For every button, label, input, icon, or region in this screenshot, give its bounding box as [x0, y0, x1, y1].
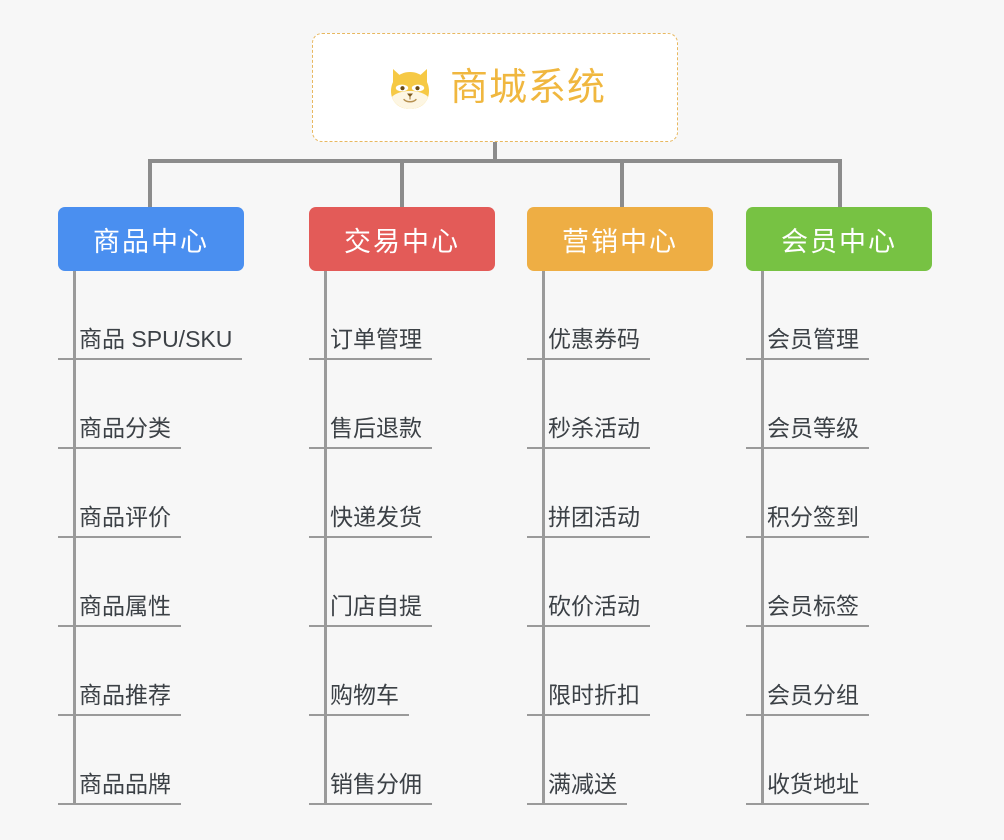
branch-header-3[interactable]: 营销中心 [527, 207, 713, 271]
branch-header-2[interactable]: 交易中心 [309, 207, 495, 271]
leaf-item[interactable]: 限时折扣 [527, 627, 713, 716]
leaf-label: 商品品牌 [58, 771, 181, 805]
connector-root-stem [493, 142, 497, 163]
branch-leaf-list-3: 优惠券码 秒杀活动 拼团活动 砍价活动 限时折扣 满减送 [527, 271, 713, 805]
leaf-item[interactable]: 会员管理 [746, 271, 932, 360]
leaf-label: 商品分类 [58, 415, 181, 449]
root-node[interactable]: 商城系统 [312, 33, 678, 142]
leaf-item[interactable]: 商品推荐 [58, 627, 244, 716]
leaf-label: 商品 SPU/SKU [58, 326, 243, 360]
leaf-item[interactable]: 购物车 [309, 627, 495, 716]
leaf-item[interactable]: 积分签到 [746, 449, 932, 538]
leaf-label: 售后退款 [309, 415, 432, 449]
leaf-item[interactable]: 会员标签 [746, 538, 932, 627]
leaf-item[interactable]: 优惠券码 [527, 271, 713, 360]
connector-drop-2 [400, 159, 404, 209]
branch-column-4: 会员中心 会员管理 会员等级 积分签到 会员标签 会员分组 收货地址 [746, 207, 932, 805]
leaf-item[interactable]: 收货地址 [746, 716, 932, 805]
branch-header-1[interactable]: 商品中心 [58, 207, 244, 271]
branch-leaf-list-1: 商品 SPU/SKU 商品分类 商品评价 商品属性 商品推荐 商品品牌 [58, 271, 244, 805]
leaf-item[interactable]: 订单管理 [309, 271, 495, 360]
branch-column-3: 营销中心 优惠券码 秒杀活动 拼团活动 砍价活动 限时折扣 满减送 [527, 207, 713, 805]
leaf-label: 会员分组 [746, 682, 869, 716]
branch-column-1: 商品中心 商品 SPU/SKU 商品分类 商品评价 商品属性 商品推荐 商品品牌 [58, 207, 244, 805]
leaf-item[interactable]: 会员等级 [746, 360, 932, 449]
leaf-label: 快递发货 [309, 504, 432, 538]
leaf-label: 会员管理 [746, 326, 869, 360]
leaf-item[interactable]: 售后退款 [309, 360, 495, 449]
connector-drop-4 [838, 159, 842, 209]
leaf-item[interactable]: 拼团活动 [527, 449, 713, 538]
leaf-label: 限时折扣 [527, 682, 650, 716]
leaf-label: 积分签到 [746, 504, 869, 538]
shiba-dog-icon [384, 63, 436, 115]
leaf-spine [73, 271, 76, 805]
leaf-label: 满减送 [527, 771, 627, 805]
leaf-label: 会员等级 [746, 415, 869, 449]
branch-header-4[interactable]: 会员中心 [746, 207, 932, 271]
leaf-item[interactable]: 商品品牌 [58, 716, 244, 805]
leaf-item[interactable]: 砍价活动 [527, 538, 713, 627]
root-title: 商城系统 [449, 66, 606, 109]
leaf-label: 砍价活动 [527, 593, 650, 627]
leaf-label: 订单管理 [309, 326, 432, 360]
leaf-label: 商品推荐 [58, 682, 181, 716]
leaf-item[interactable]: 商品 SPU/SKU [58, 271, 244, 360]
leaf-label: 商品评价 [58, 504, 181, 538]
branch-column-2: 交易中心 订单管理 售后退款 快递发货 门店自提 购物车 销售分佣 [309, 207, 495, 805]
leaf-item[interactable]: 会员分组 [746, 627, 932, 716]
connector-drop-1 [148, 159, 152, 209]
branch-leaf-list-2: 订单管理 售后退款 快递发货 门店自提 购物车 销售分佣 [309, 271, 495, 805]
leaf-label: 商品属性 [58, 593, 181, 627]
leaf-label: 收货地址 [746, 771, 869, 805]
leaf-label: 销售分佣 [309, 771, 432, 805]
leaf-item[interactable]: 商品评价 [58, 449, 244, 538]
leaf-label: 优惠券码 [527, 326, 650, 360]
branch-leaf-list-4: 会员管理 会员等级 积分签到 会员标签 会员分组 收货地址 [746, 271, 932, 805]
leaf-spine [542, 271, 545, 805]
leaf-label: 购物车 [309, 682, 409, 716]
leaf-item[interactable]: 门店自提 [309, 538, 495, 627]
leaf-item[interactable]: 商品分类 [58, 360, 244, 449]
connector-horizontal-bus [150, 159, 841, 163]
leaf-item[interactable]: 满减送 [527, 716, 713, 805]
leaf-label: 会员标签 [746, 593, 869, 627]
leaf-label: 门店自提 [309, 593, 432, 627]
connector-drop-3 [620, 159, 624, 209]
leaf-spine [324, 271, 327, 805]
leaf-item[interactable]: 快递发货 [309, 449, 495, 538]
leaf-label: 秒杀活动 [527, 415, 650, 449]
leaf-item[interactable]: 商品属性 [58, 538, 244, 627]
leaf-item[interactable]: 销售分佣 [309, 716, 495, 805]
leaf-item[interactable]: 秒杀活动 [527, 360, 713, 449]
leaf-label: 拼团活动 [527, 504, 650, 538]
leaf-spine [761, 271, 764, 805]
